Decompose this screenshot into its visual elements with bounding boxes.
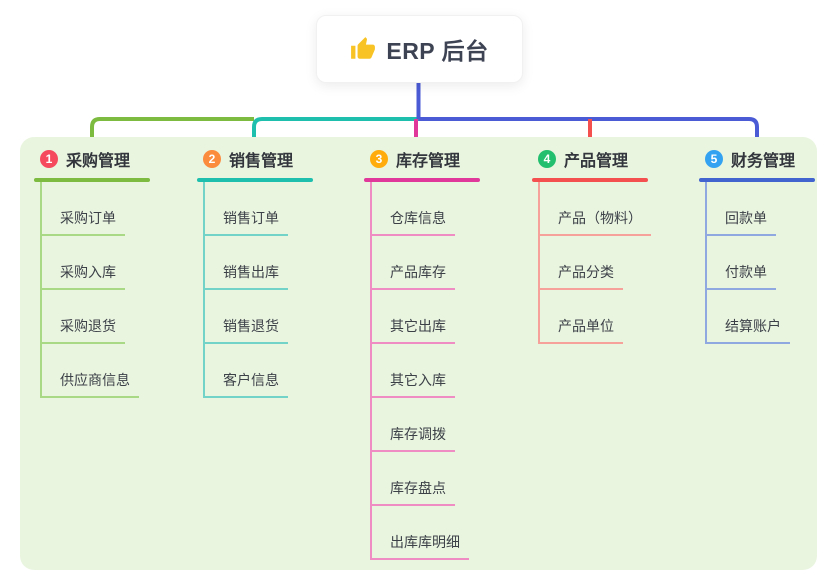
child-label: 采购订单	[42, 208, 125, 236]
branch-column: 2 销售管理 销售订单 销售出库 销售退货 客户信息	[197, 147, 347, 398]
child-node[interactable]: 供应商信息	[42, 344, 184, 398]
branch-underline	[364, 178, 480, 182]
child-label: 结算账户	[707, 316, 790, 344]
branch-column: 5 财务管理 回款单 付款单 结算账户	[699, 147, 839, 344]
branch-children: 采购订单 采购入库 采购退货 供应商信息	[40, 182, 184, 398]
child-node[interactable]: 销售退货	[205, 290, 347, 344]
branch-children: 仓库信息 产品库存 其它出库 其它入库 库存调拨 库存盘点 出库库明细	[370, 182, 514, 560]
child-label: 产品单位	[540, 316, 623, 344]
child-label: 产品（物料）	[540, 208, 651, 236]
child-label: 采购退货	[42, 316, 125, 344]
child-label: 库存盘点	[372, 478, 455, 506]
child-label: 销售订单	[205, 208, 288, 236]
branches-panel	[20, 137, 817, 570]
branch-underline	[197, 178, 313, 182]
thumbs-up-icon	[351, 37, 376, 59]
child-node[interactable]: 产品分类	[540, 236, 682, 290]
branch-label: 销售管理	[229, 153, 294, 170]
branch-node[interactable]: 1 采购管理	[34, 147, 184, 171]
child-label: 销售出库	[205, 262, 288, 290]
child-label: 仓库信息	[372, 208, 455, 236]
child-label: 产品分类	[540, 262, 623, 290]
child-node[interactable]: 销售订单	[205, 182, 347, 236]
child-node[interactable]: 付款单	[707, 236, 839, 290]
branch-label: 采购管理	[66, 153, 131, 170]
root-node[interactable]: ERP 后台	[316, 15, 523, 83]
child-node[interactable]: 客户信息	[205, 344, 347, 398]
child-node[interactable]: 其它出库	[372, 290, 514, 344]
branch-label: 库存管理	[396, 153, 461, 170]
child-node[interactable]: 产品单位	[540, 290, 682, 344]
child-node[interactable]: 其它入库	[372, 344, 514, 398]
branch-index-badge: 2	[203, 150, 221, 168]
branch-column: 4 产品管理 产品（物料） 产品分类 产品单位	[532, 147, 682, 344]
child-node[interactable]: 出库库明细	[372, 506, 514, 560]
child-node[interactable]: 产品（物料）	[540, 182, 682, 236]
child-node[interactable]: 采购退货	[42, 290, 184, 344]
child-label: 回款单	[707, 208, 776, 236]
branch-children: 回款单 付款单 结算账户	[705, 182, 839, 344]
child-label: 采购入库	[42, 262, 125, 290]
child-node[interactable]: 库存盘点	[372, 452, 514, 506]
branch-label: 财务管理	[731, 153, 796, 170]
child-node[interactable]: 销售出库	[205, 236, 347, 290]
branch-index-badge: 5	[705, 150, 723, 168]
branch-column: 3 库存管理 仓库信息 产品库存 其它出库 其它入库 库存调拨 库存盘点 出库库…	[364, 147, 514, 560]
child-node[interactable]: 采购入库	[42, 236, 184, 290]
child-label: 付款单	[707, 262, 776, 290]
child-node[interactable]: 产品库存	[372, 236, 514, 290]
branch-children: 产品（物料） 产品分类 产品单位	[538, 182, 682, 344]
child-node[interactable]: 结算账户	[707, 290, 839, 344]
child-label: 客户信息	[205, 370, 288, 398]
branch-index-badge: 1	[40, 150, 58, 168]
child-label: 其它入库	[372, 370, 455, 398]
branch-node[interactable]: 3 库存管理	[364, 147, 514, 171]
child-node[interactable]: 仓库信息	[372, 182, 514, 236]
child-label: 库存调拨	[372, 424, 455, 452]
child-label: 出库库明细	[372, 532, 469, 560]
child-label: 其它出库	[372, 316, 455, 344]
child-node[interactable]: 库存调拨	[372, 398, 514, 452]
branch-node[interactable]: 5 财务管理	[699, 147, 839, 171]
branch-node[interactable]: 2 销售管理	[197, 147, 347, 171]
branch-index-badge: 4	[538, 150, 556, 168]
child-node[interactable]: 采购订单	[42, 182, 184, 236]
child-label: 供应商信息	[42, 370, 139, 398]
child-label: 销售退货	[205, 316, 288, 344]
branch-underline	[532, 178, 648, 182]
child-node[interactable]: 回款单	[707, 182, 839, 236]
child-label: 产品库存	[372, 262, 455, 290]
root-title: ERP 后台	[386, 38, 489, 64]
branch-index-badge: 3	[370, 150, 388, 168]
branch-column: 1 采购管理 采购订单 采购入库 采购退货 供应商信息	[34, 147, 184, 398]
branch-underline	[34, 178, 150, 182]
branch-node[interactable]: 4 产品管理	[532, 147, 682, 171]
branch-children: 销售订单 销售出库 销售退货 客户信息	[203, 182, 347, 398]
branch-underline	[699, 178, 815, 182]
branch-label: 产品管理	[564, 153, 629, 170]
